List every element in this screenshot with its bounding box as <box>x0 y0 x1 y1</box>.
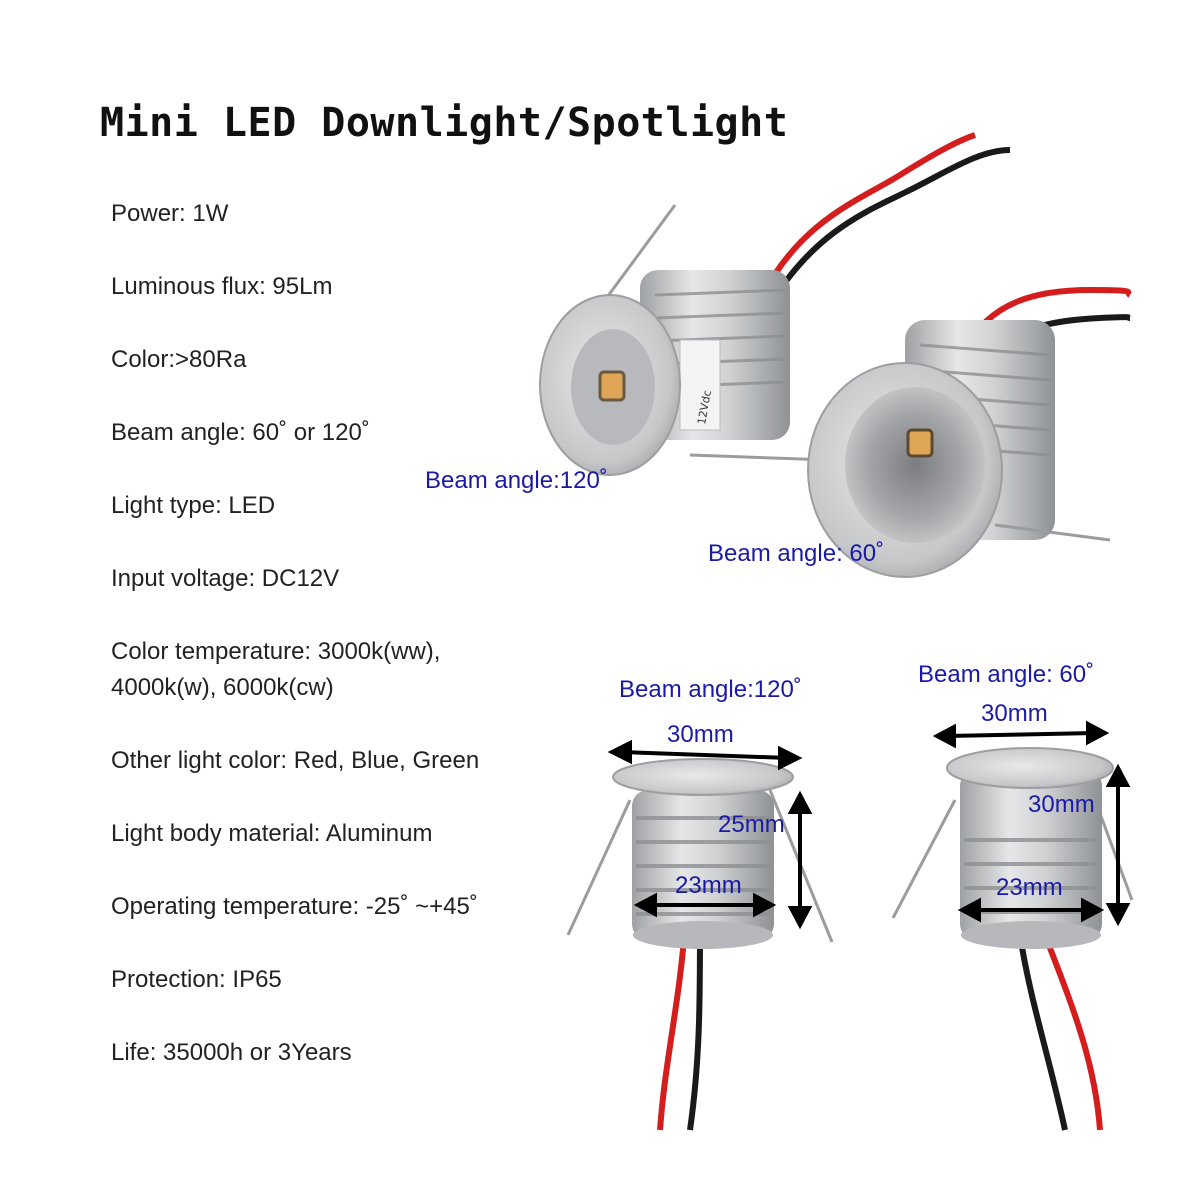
spec-light-type: Light type: LED <box>111 492 276 519</box>
dimension-label-height-left: 25mm <box>718 811 785 838</box>
reflector-cup <box>845 387 985 543</box>
wire-black <box>1017 934 1068 1131</box>
arrow-head <box>1086 720 1110 746</box>
beam-angle-label-60: Beam angle: 60˚ <box>708 540 885 567</box>
wire-red <box>657 924 688 1131</box>
spring-pin <box>603 204 677 301</box>
heatsink-fins <box>636 816 770 916</box>
dimension-label-body-left: 23mm <box>675 872 742 899</box>
beam-angle-label-60-dims: Beam angle: 60˚ <box>918 661 1095 688</box>
dimension-arrow <box>621 750 789 760</box>
arrow-head <box>633 892 657 918</box>
wire-black <box>687 924 703 1131</box>
dimension-arrow <box>946 731 1096 738</box>
spec-color-rendering: Color:>80Ra <box>111 346 247 373</box>
dimension-label-flange-right: 30mm <box>981 700 1048 727</box>
arrow-head <box>753 892 777 918</box>
dimension-label-flange-left: 30mm <box>667 721 734 748</box>
arrow-head <box>1081 897 1105 923</box>
top-light-pair: 12Vdc <box>539 132 1133 578</box>
spec-operating-temperature: Operating temperature: -25˚ ~+45˚ <box>111 893 478 920</box>
body-bottom <box>961 921 1101 949</box>
spec-power: Power: 1W <box>111 200 229 227</box>
dimension-label-body-right: 23mm <box>996 874 1063 901</box>
spec-input-voltage: Input voltage: DC12V <box>111 565 340 592</box>
spec-protection: Protection: IP65 <box>111 966 282 993</box>
led-chip <box>598 370 626 402</box>
bottom-right-light <box>891 747 1134 1131</box>
flange <box>946 747 1114 789</box>
spec-luminous-flux: Luminous flux: 95Lm <box>111 273 333 300</box>
product-canvas <box>80 70 1130 1130</box>
beam-angle-label-120: Beam angle:120˚ <box>425 467 608 494</box>
wire-red <box>757 132 976 302</box>
wire-black <box>767 147 1011 307</box>
product-label <box>679 339 721 431</box>
product-label-text: 12Vdc <box>695 389 714 425</box>
arrow-head <box>1105 763 1131 787</box>
arrow-head <box>787 790 813 814</box>
spec-body-material: Light body material: Aluminum <box>111 820 433 847</box>
arrow-head <box>932 723 956 749</box>
spec-other-light-color: Other light color: Red, Blue, Green <box>111 747 480 774</box>
flange <box>612 758 794 796</box>
spring-pin <box>689 453 831 462</box>
arrow-head <box>778 745 803 771</box>
bottom-left-light <box>566 758 834 1131</box>
arrow-head <box>787 906 813 930</box>
wire-red <box>1042 933 1103 1131</box>
spec-life: Life: 35000h or 3Years <box>111 1039 352 1066</box>
light-body <box>960 770 1102 940</box>
arrow-head <box>957 897 981 923</box>
arrow-head <box>1105 903 1131 927</box>
body-bottom <box>633 921 773 949</box>
page-title: Mini LED Downlight/Spotlight <box>100 100 789 146</box>
arrow-head <box>607 739 632 765</box>
spring-pin <box>994 523 1111 542</box>
spec-beam-angle: Beam angle: 60˚ or 120˚ <box>111 419 370 446</box>
spring-pin <box>566 799 632 936</box>
dimension-arrows <box>607 720 1131 930</box>
spring-pin <box>891 799 957 919</box>
beam-angle-label-120-dims: Beam angle:120˚ <box>619 676 802 703</box>
led-chip <box>906 428 934 458</box>
wire-red <box>962 286 1133 352</box>
spec-color-temperature: Color temperature: 3000k(ww), 4000k(w), … <box>111 638 441 701</box>
dimension-label-height-right: 30mm <box>1028 791 1095 818</box>
